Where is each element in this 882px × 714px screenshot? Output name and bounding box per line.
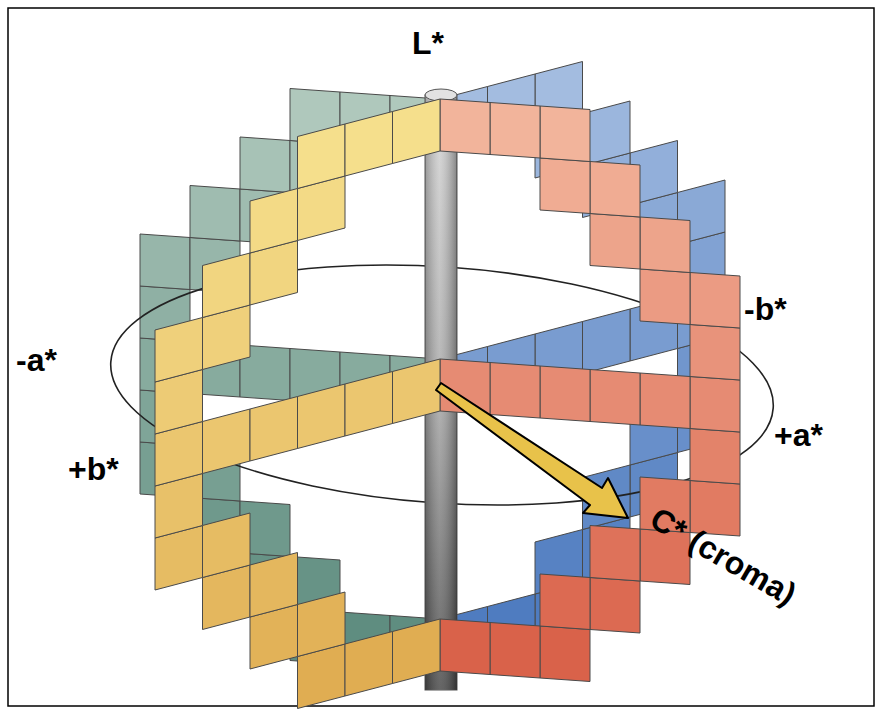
color-tile	[240, 137, 290, 193]
color-tile	[490, 363, 540, 419]
color-tile	[490, 103, 540, 159]
color-tile	[298, 384, 346, 449]
color-tile	[540, 574, 590, 630]
color-tile	[583, 309, 631, 374]
color-tile	[690, 377, 740, 433]
front-planes	[155, 99, 740, 709]
color-tile	[690, 273, 740, 329]
color-tile	[250, 553, 298, 618]
color-tile	[190, 186, 240, 242]
red-plane	[440, 99, 740, 682]
color-tile	[250, 189, 298, 254]
color-tile	[203, 409, 251, 474]
color-tile	[203, 513, 251, 578]
color-tile	[490, 623, 540, 679]
color-tile	[690, 429, 740, 485]
chroma-arrow	[436, 383, 628, 518]
color-tile	[540, 366, 590, 422]
color-tile	[590, 370, 640, 426]
frame-border	[8, 8, 874, 706]
color-tile	[540, 158, 590, 214]
yellow-plane	[155, 99, 440, 709]
color-tile	[640, 269, 690, 325]
axis-label: L*	[410, 26, 446, 61]
color-tile	[590, 162, 640, 218]
color-tile	[393, 619, 441, 684]
color-tile	[640, 373, 690, 429]
color-tile	[393, 99, 441, 164]
color-tile	[590, 578, 640, 634]
color-tile	[345, 112, 393, 177]
color-tile	[640, 217, 690, 273]
blue-plane	[440, 62, 725, 672]
color-tile	[140, 234, 190, 290]
axis-label: -b*	[742, 292, 789, 327]
color-tile	[298, 592, 346, 657]
color-tile	[540, 106, 590, 162]
color-tile	[203, 253, 251, 318]
axis-label: +a*	[772, 418, 825, 453]
axis-label: +b*	[66, 452, 121, 487]
color-tile	[250, 397, 298, 462]
color-tile	[440, 619, 490, 675]
color-tile	[345, 632, 393, 697]
color-tile	[590, 214, 640, 270]
color-tile	[155, 318, 203, 383]
color-tile	[540, 626, 590, 682]
color-tile	[298, 124, 346, 189]
color-tile	[345, 372, 393, 437]
axis-label: -a*	[14, 343, 59, 378]
color-tile	[590, 526, 640, 582]
color-tile	[440, 99, 490, 155]
color-tile	[690, 325, 740, 381]
color-tile	[393, 359, 441, 424]
green-plane	[140, 89, 440, 672]
